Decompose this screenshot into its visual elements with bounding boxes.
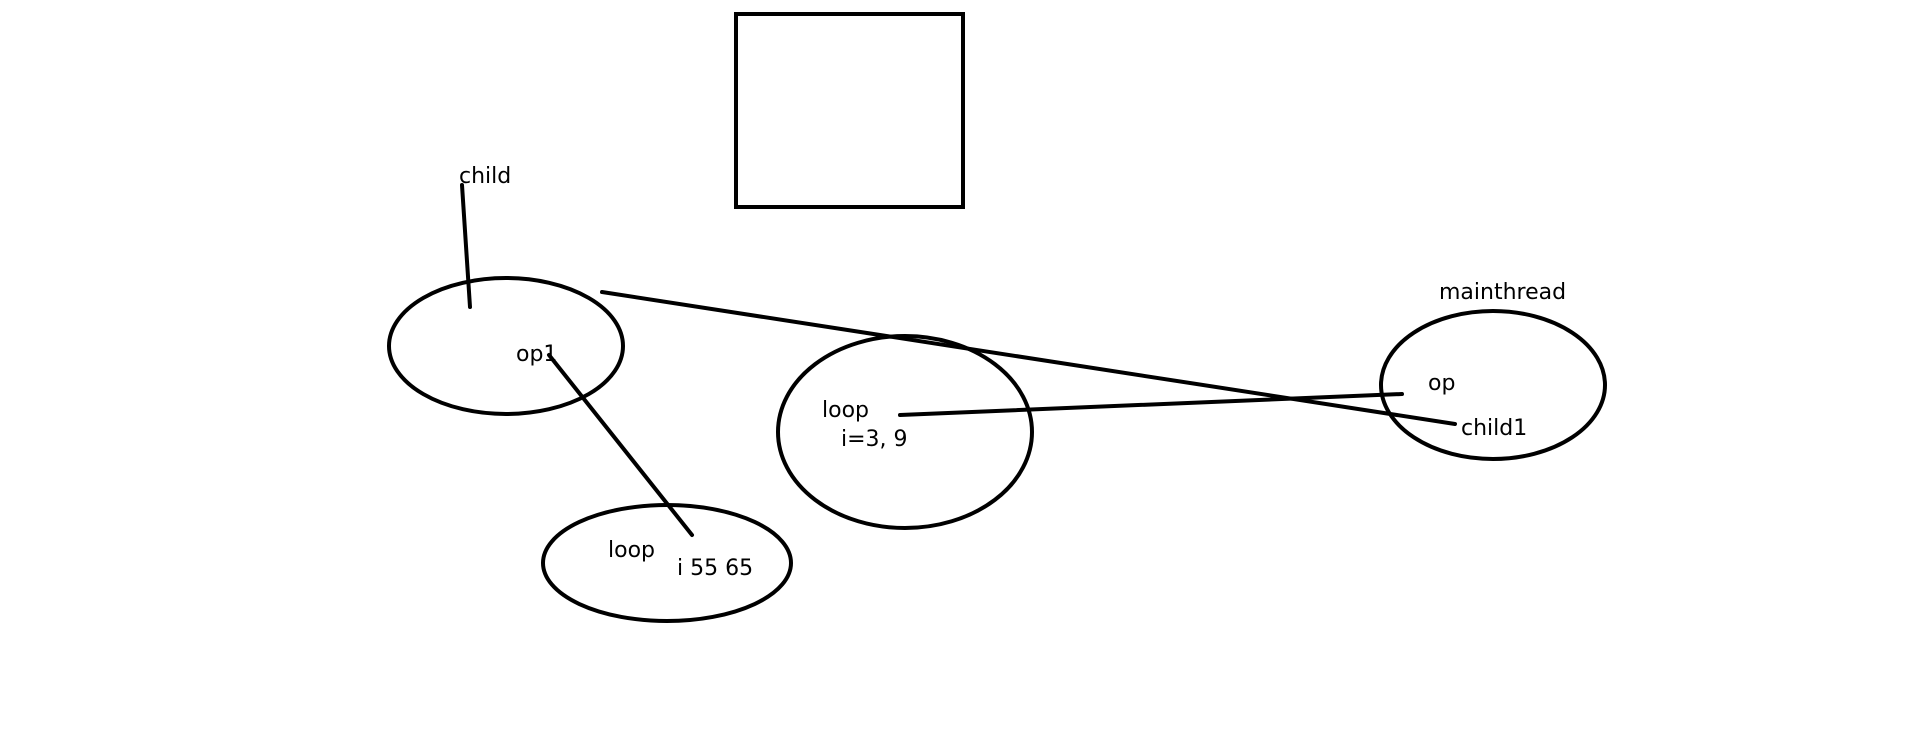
child1-label: child1 [1461, 416, 1527, 441]
op1-label: op1 [516, 342, 557, 367]
mainthread-label: mainthread [1439, 280, 1566, 305]
op1-ellipse [387, 276, 625, 416]
op1-to-child1-line [600, 290, 1457, 426]
op1-to-loop-line [547, 353, 694, 537]
loop-ellipse-small [541, 503, 793, 623]
op-label: op [1428, 371, 1455, 396]
loop-label-large: loop [822, 398, 869, 423]
loop-to-op-line [898, 392, 1404, 417]
loop-values-large: i=3, 9 [841, 427, 908, 452]
loop-label-small: loop [608, 538, 655, 563]
rectangle [734, 12, 965, 209]
mainthread-ellipse [1379, 309, 1607, 461]
child-connector-line [460, 183, 472, 309]
loop-ellipse-large [776, 334, 1034, 530]
loop-values-small: i 55 65 [677, 556, 753, 581]
child-label: child [459, 164, 511, 189]
